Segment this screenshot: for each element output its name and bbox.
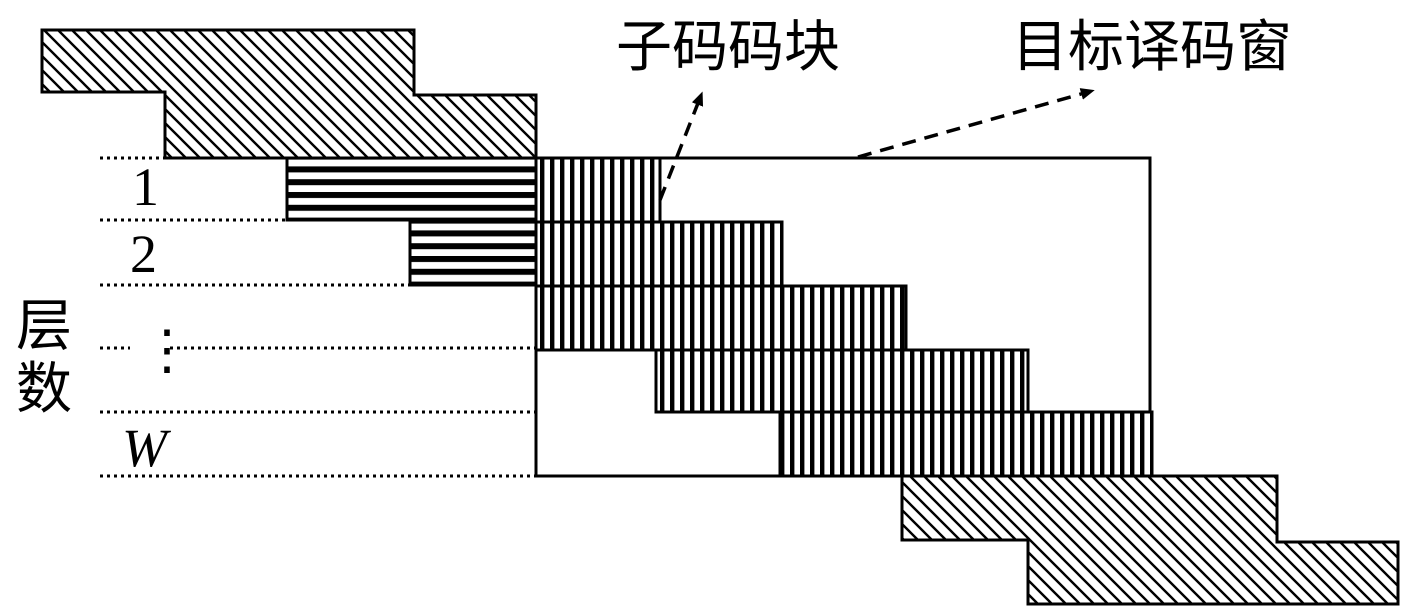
subcode-block-4: [654, 348, 1030, 414]
subcode-block-3: [534, 284, 908, 352]
subcode-blocks: [534, 156, 1154, 478]
layer-label-1: 1: [132, 157, 159, 217]
decoded-rows-horizontal-stripes: [285, 156, 538, 287]
subcode-block-arrow: [658, 91, 704, 201]
layer-count-label-bottom: 数: [16, 357, 72, 422]
layer-label-ellipsis: ⋮: [140, 320, 194, 380]
subcode-block-2: [534, 220, 784, 288]
later-code-blocks-hatched: [900, 474, 1400, 606]
layer-label-w: W: [122, 418, 172, 478]
layer-label-2: 2: [130, 224, 157, 284]
layer-separators: [100, 156, 536, 478]
target-window-label: 目标译码窗: [1012, 15, 1292, 80]
subcode-block-label: 子码码块: [616, 15, 840, 80]
subcode-block-5: [778, 410, 1154, 478]
target-window-arrow: [857, 88, 1095, 159]
earlier-code-blocks-hatched: [40, 28, 538, 160]
subcode-block-1: [534, 156, 662, 224]
layer-count-label-top: 层: [16, 294, 72, 359]
